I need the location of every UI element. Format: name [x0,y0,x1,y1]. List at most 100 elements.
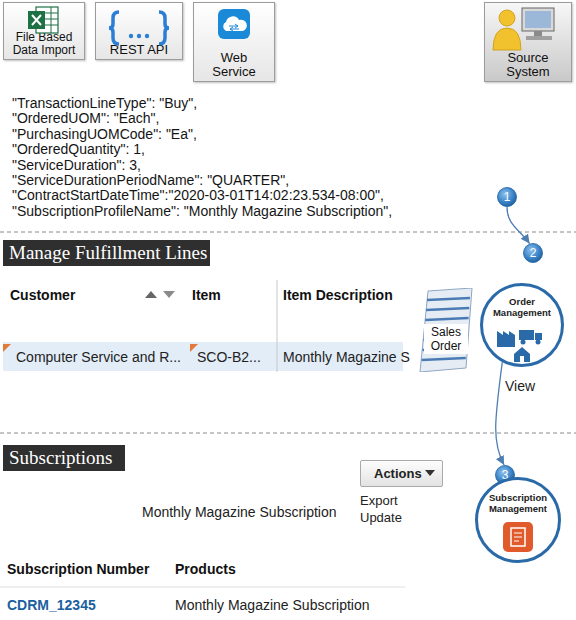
application-name: Order Management [491,296,553,318]
order-management-icon [497,330,542,362]
text-area: Source System [502,51,554,79]
record-link: CDRM_12345 [7,597,96,613]
monitor [522,8,554,31]
source-tile: File Based Data Import [3,2,85,60]
exchange-arrows [229,24,239,31]
section-divider [0,433,576,434]
sort-down [163,291,175,298]
icon-tile [503,522,533,552]
api-braces-icon [109,12,169,44]
document-lines [514,533,522,541]
dot [129,34,133,38]
excel-icon [28,7,58,33]
page-heading-band: Manage Fulfillment Lines [3,240,210,266]
code-line: "OrderedQuantity": 1, [12,141,145,157]
grid-line [45,19,58,20]
document [511,528,525,546]
callout-number: 1 [497,187,517,207]
code-line: "ServiceDurationPeriodName": "QUARTER", [12,172,289,188]
dropdown-caret [425,470,435,476]
dot [145,34,149,38]
code-line: "OrderedUOM": "Each", [12,110,159,126]
sort-up [145,291,157,298]
text-area: Web Service [209,51,259,79]
table-rule [0,587,405,588]
text-area: Sales Order [424,325,468,353]
actions-button: Actions [360,460,443,487]
tile-label: Source System [502,51,554,79]
column-header: Products [175,561,236,577]
document-label-area [424,324,468,354]
tile-label: REST API [99,43,179,57]
person-head [499,10,515,26]
code-line: "SubscriptionProfileName": "Monthly Maga… [12,203,392,219]
action-label: View [500,378,540,394]
source-tile: Source System [484,2,572,82]
brace [109,12,119,44]
table-cell: Monthly Magazine S [283,349,410,365]
house [514,347,530,362]
table-cell: SCO-B2... [197,349,261,365]
icon-tile [218,9,250,39]
cloud [223,16,247,31]
house-door [520,356,524,362]
document-page [420,288,472,372]
section-divider [0,232,576,233]
callout-number: 2 [523,243,543,263]
wheel [521,340,526,345]
text-area: Subscription Management [482,492,554,514]
code-line: "ContractStartDateTime":"2020-03-01T14:0… [12,187,384,203]
tile-label: Web Service [209,51,259,79]
application-ring [475,477,561,563]
text-area: 2 [523,243,543,263]
flow-arrow [507,207,530,244]
callout-disc [498,188,517,207]
table-cell: Monthly Magazine Subscription [175,597,370,613]
dot [137,34,141,38]
person-body [493,28,521,50]
flow-arrow [496,362,504,465]
web-service-icon [218,9,250,39]
document-label: Sales Order [424,325,468,353]
callout-number: 1 [497,187,517,207]
text-area: Actions [361,461,442,486]
button-label: Actions [374,461,442,486]
code-line: "ServiceDuration": 3, [12,157,141,173]
truck-box [519,330,534,340]
application-disc [482,285,563,366]
section-heading: Manage Fulfillment Lines [9,240,210,266]
page-heading-band: Subscriptions [3,445,125,471]
grid-line [51,7,52,33]
source-tile: Web Service [193,2,275,82]
code-line: "PurchasingUOMCode": "Ea", [12,126,197,142]
text-area: Subscriptions [3,445,125,471]
text-area: File Based Data Import [4,31,84,57]
factory [497,331,515,347]
section-heading: Subscriptions [9,445,125,471]
table-cell: Computer Service and R... [16,349,181,365]
application-circle: Order Management [480,283,564,367]
source-tile: REST API [95,2,183,60]
brace [159,12,169,44]
document-stripe [425,318,468,320]
subscription-management-icon [503,522,533,552]
callout-disc [524,244,543,263]
row-flag [3,344,11,352]
text-area: 1 [497,187,517,207]
sales-order-document: Sales Order [418,288,474,372]
document-stripe [422,358,466,360]
column-header: Item [192,287,221,303]
text-area: Order Management [491,296,553,318]
application-circle: Subscription Management [475,477,561,563]
sheet [36,7,58,33]
column-header: Item Description [283,287,393,303]
menu-item: Export [360,493,398,508]
row-flag [190,344,198,352]
grid-line [45,25,58,26]
column-header: Customer [10,287,75,303]
screen [525,11,551,28]
callout-number: 2 [523,243,543,263]
column-divider [277,280,278,372]
application-name: Subscription Management [482,492,554,514]
